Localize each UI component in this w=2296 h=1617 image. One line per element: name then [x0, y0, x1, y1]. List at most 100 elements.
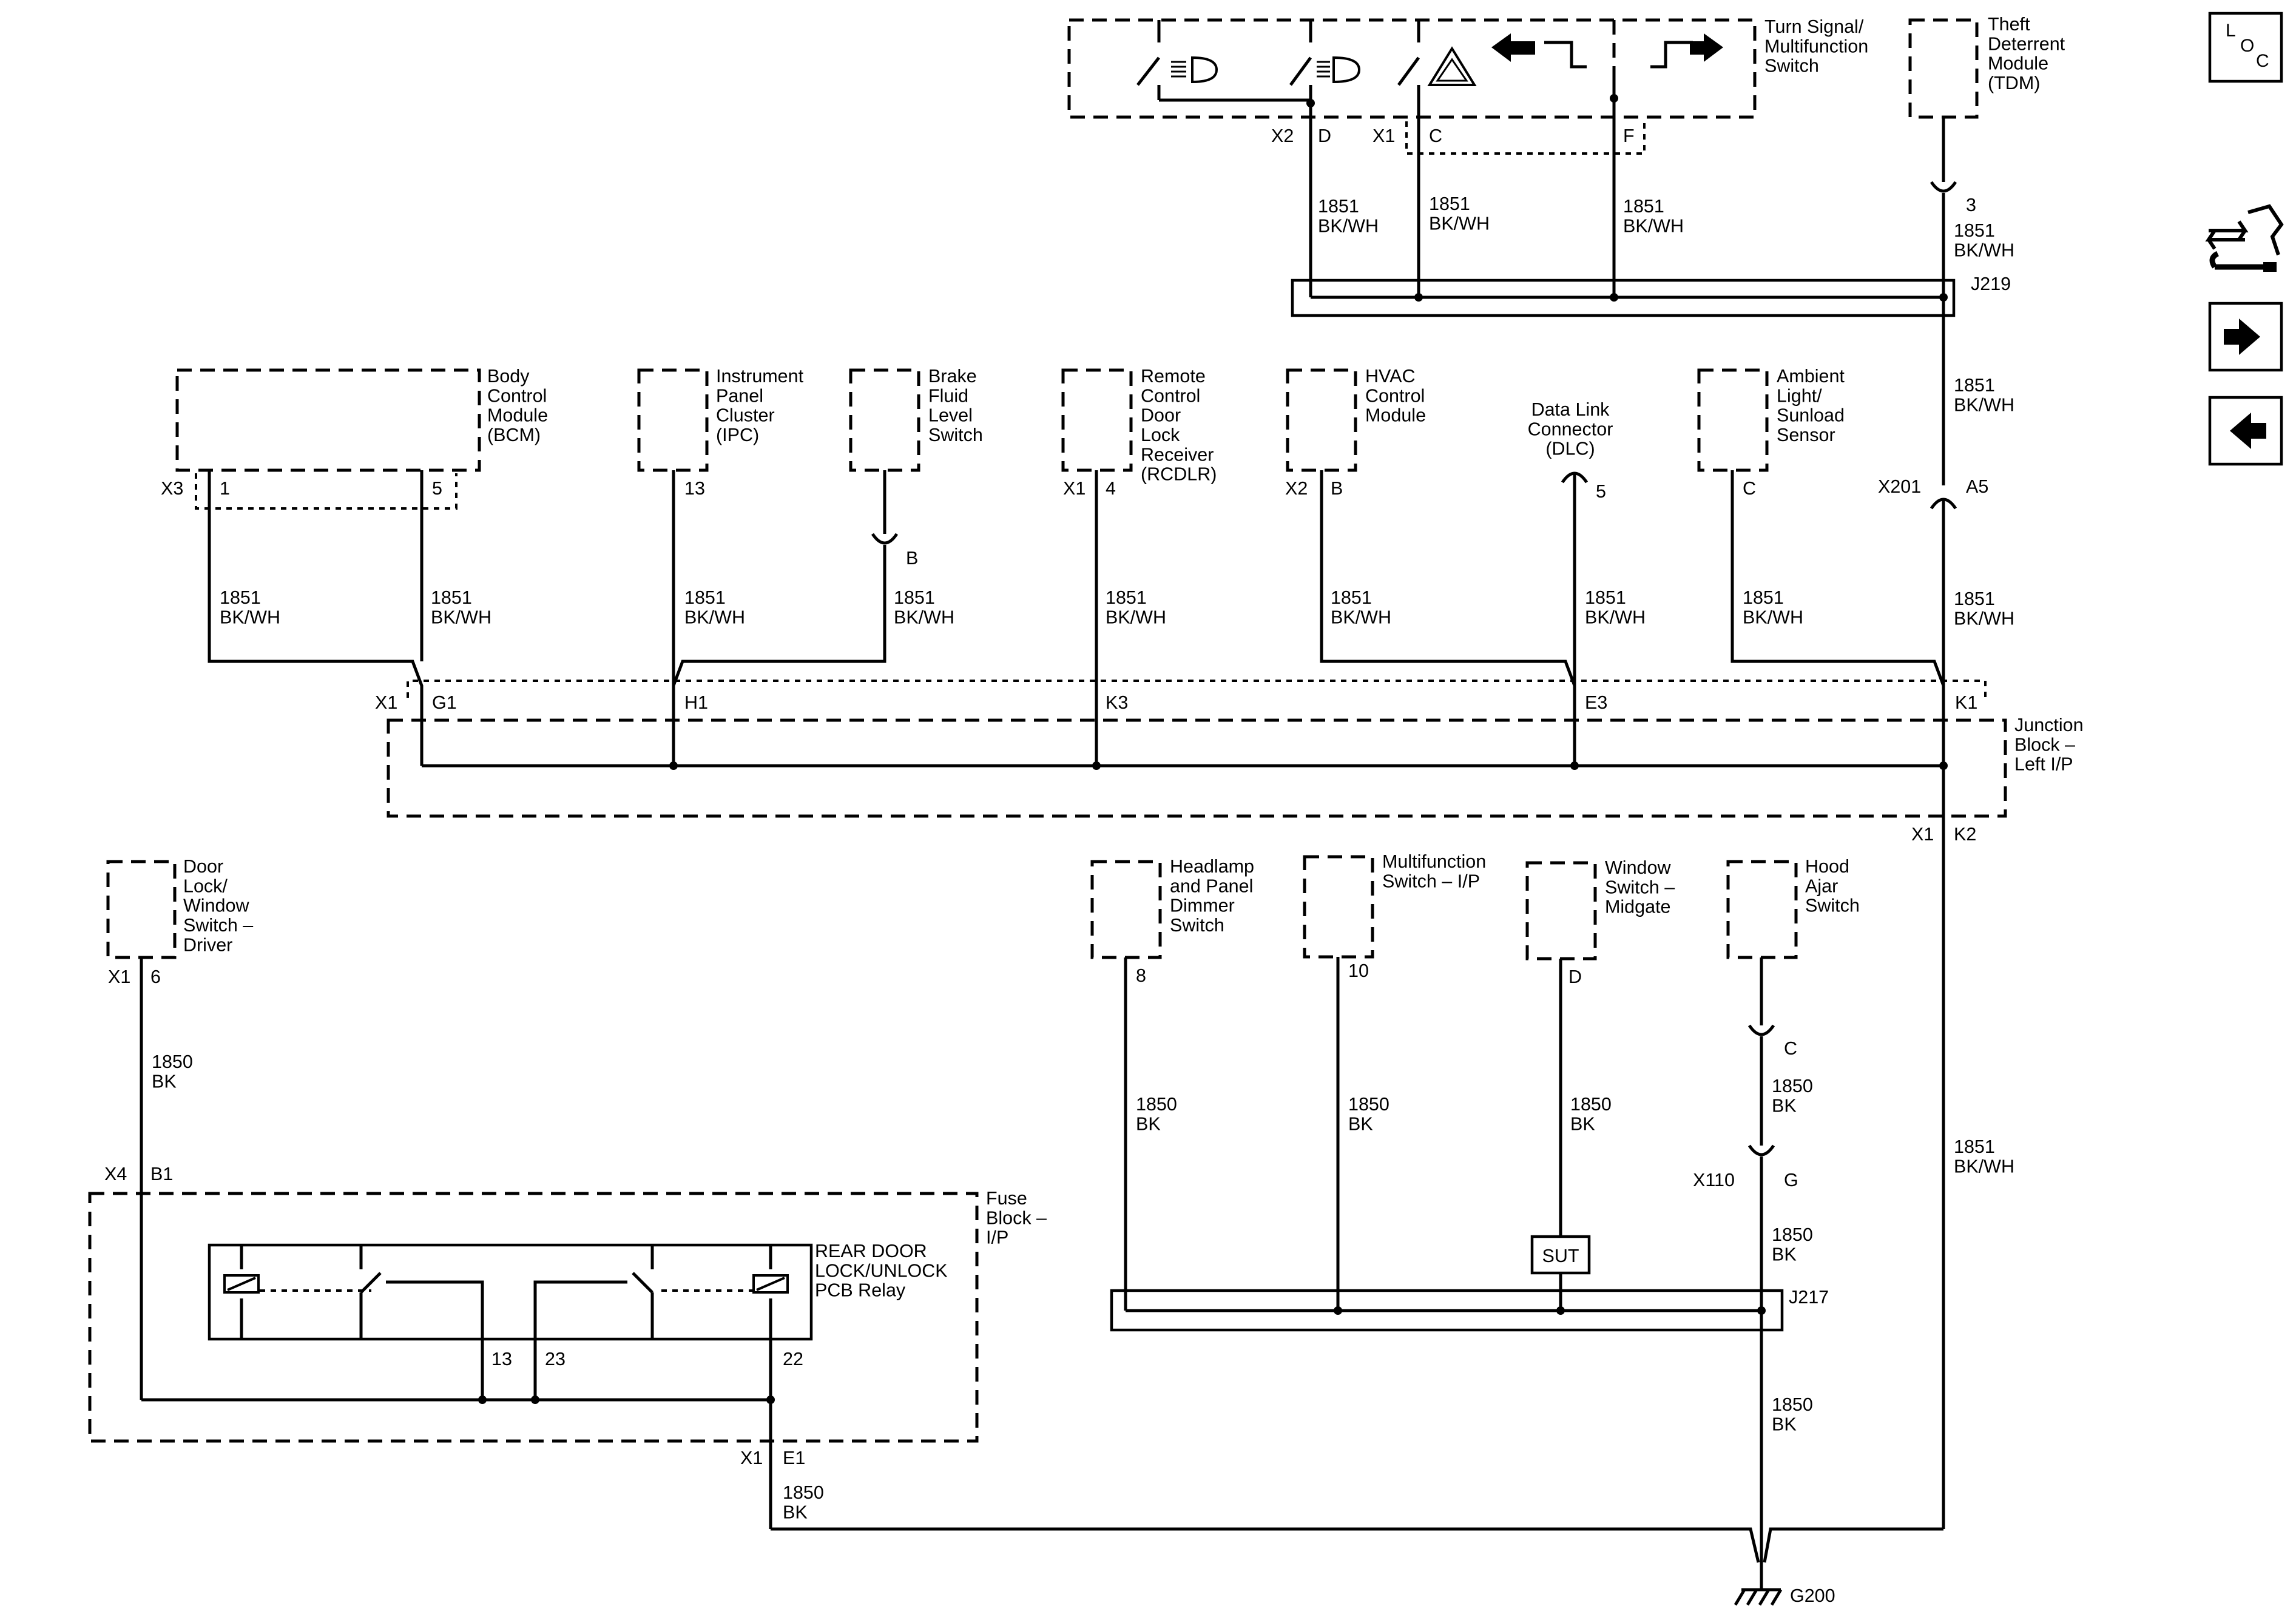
headlamp-panel-dimmer-switch [1090, 860, 1162, 959]
svg-text:L: L [2226, 21, 2236, 41]
multifunction-switch-ip [1303, 855, 1374, 959]
pcb-relay [208, 1243, 813, 1400]
connector-x4: X4 [104, 1164, 127, 1184]
pin-h1: H1 [684, 692, 708, 713]
connector-symbol [871, 533, 899, 545]
connector-x110: X110 [1693, 1170, 1735, 1190]
pin-a5: A5 [1966, 476, 1988, 497]
pin-c: C [1784, 1038, 1797, 1059]
connector-symbol [1930, 181, 1957, 193]
instrument-panel-cluster [637, 368, 709, 472]
pin-b: B [1331, 478, 1343, 499]
pin-1: 1 [220, 478, 230, 499]
connector-symbol [1747, 1024, 1775, 1036]
splice-j217 [1110, 1289, 1784, 1332]
pin-d: D [1318, 126, 1331, 146]
connector-x1: X1 [1911, 824, 1934, 845]
hazard-icon [1427, 46, 1477, 86]
pin-k2: K2 [1954, 824, 1976, 845]
door-lock-window-switch-driver [106, 860, 177, 959]
splice-j219-label: J219 [1971, 274, 2011, 294]
relay-coil-icon [223, 1274, 260, 1294]
pin-13: 13 [491, 1349, 512, 1369]
pin-8: 8 [1136, 965, 1146, 986]
previous-page-button[interactable] [2208, 396, 2283, 466]
right-arrow-icon [1650, 33, 1723, 69]
connector-tool-icon[interactable] [2205, 204, 2284, 272]
ground-g200-label: G200 [1790, 1585, 1835, 1606]
left-arrow-icon [1491, 33, 1587, 69]
pin-5: 5 [1596, 481, 1606, 502]
connector-x1: X1 [1063, 478, 1086, 499]
headlamp-icon [1317, 56, 1361, 84]
svg-text:O: O [2240, 36, 2254, 56]
pin-13: 13 [684, 478, 705, 499]
left-arrow-icon [2230, 413, 2266, 449]
brake-fluid-level-switch [849, 368, 920, 472]
pin-f: F [1623, 126, 1635, 146]
pin-d: D [1568, 967, 1582, 987]
connector-symbol [1747, 1144, 1775, 1156]
pin-10: 10 [1348, 960, 1369, 981]
pin-b: B [906, 548, 918, 569]
pin-6: 6 [150, 967, 161, 987]
pin-c: C [1743, 478, 1756, 499]
hvac-control-module [1286, 368, 1357, 472]
right-arrow-icon [2224, 319, 2260, 355]
pin-22: 22 [783, 1349, 803, 1369]
pin-5: 5 [432, 478, 442, 499]
hood-ajar-switch [1726, 860, 1798, 959]
connector-x1: X1 [740, 1448, 763, 1468]
pin-e1: E1 [783, 1448, 805, 1468]
fuse-block [88, 1192, 979, 1443]
theft-deterrent-module [1908, 18, 1979, 119]
svg-text:C: C [2256, 51, 2269, 71]
connector-x2: X2 [1285, 478, 1308, 499]
next-page-button[interactable] [2208, 302, 2283, 372]
window-switch-midgate [1525, 861, 1597, 960]
connector-x2: X2 [1271, 126, 1294, 146]
loc-button[interactable]: L O C [2208, 12, 2283, 83]
connector-x1: X1 [1373, 126, 1395, 146]
junction-block [387, 718, 2007, 818]
pin-4: 4 [1106, 478, 1116, 499]
splice-j219 [1291, 279, 1956, 317]
pin-c: C [1429, 126, 1442, 146]
pin-23: 23 [545, 1349, 566, 1369]
pin-k3: K3 [1106, 692, 1128, 713]
headlamp-icon [1171, 56, 1218, 84]
